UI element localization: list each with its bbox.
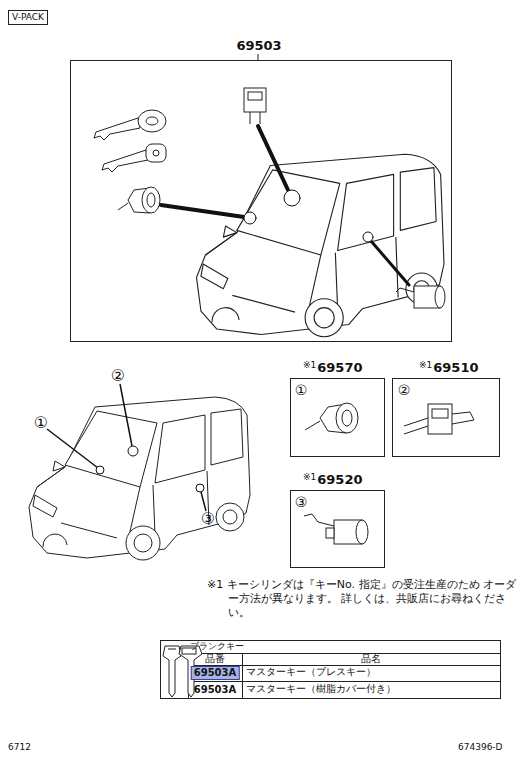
table-title: ブランクキー [190,641,244,652]
table-grid [161,641,501,699]
key-set [146,117,158,125]
part-number: 69510 [433,361,478,375]
table-grid [161,641,501,699]
note-mark: ※1 [303,473,316,482]
table-grid [188,653,500,698]
callout-number: ③ [201,509,215,529]
leader-line [196,484,204,492]
note-mark: ※1 [303,361,316,370]
car-illustration [29,397,250,560]
callout-number: ① [34,413,48,433]
ignition-cylinder [147,193,155,207]
note-mark: ※1 [419,361,432,370]
leader-line [47,384,206,511]
key-set [102,150,148,172]
leader-line [128,446,138,456]
table-cell: 69503A [194,684,237,696]
part-number-heading: ※169520 [303,473,363,487]
leader-line [284,190,300,206]
key-set [94,110,166,172]
part-number-heading: ※169570 [303,361,363,375]
figure-code: 674396-D [458,742,503,753]
lock-module [244,88,266,112]
lock-module [250,112,260,124]
pack-tag: V-PACK [8,10,48,25]
callout-number: ② [398,382,411,400]
leader-line [201,492,206,511]
part-number: 69520 [317,473,362,487]
car-illustration [196,154,444,337]
door-cylinder [396,286,445,308]
table-cell: マスターキー（ブレスキー） [246,666,376,678]
lock-module [244,88,266,124]
part-illustration [326,528,334,538]
table-header: 品名 [361,653,381,665]
table-cell: 69503A [191,666,240,680]
key-set [146,144,166,162]
part-illustration [356,520,368,544]
part-illustration [304,403,474,544]
part-illustration [336,403,358,433]
leader-line [47,429,98,468]
ignition-cylinder [118,187,160,213]
leader-line [161,126,409,285]
callout-number: ② [111,366,125,386]
key-set [94,118,140,140]
part-number: 69503 [236,39,281,53]
leader-line [371,241,409,285]
leader-line [258,126,288,190]
callout-number: ③ [295,494,308,512]
part-number: 69570 [317,361,362,375]
key-blank-icon [163,646,181,697]
pack-label: V-PACK [12,12,44,22]
leader-line [120,384,132,446]
part-illustration [432,409,448,418]
part-number-heading: 69503 [236,39,281,53]
order-note: ※1 キーシリンダは『キーNo. 指定』の受注生産のため オーダー方法が異なりま… [228,578,520,619]
lock-module [248,92,262,100]
table-header: 品番 [205,653,225,665]
part-illustration [342,410,352,426]
part-illustration [404,412,474,434]
door-cylinder [435,286,445,308]
page-code: 6712 [8,742,31,753]
leader-line [363,232,373,242]
ignition-cylinder [142,187,160,213]
leader-line [244,212,256,224]
table-cell: マスターキー（樹脂カバー付き） [246,683,396,695]
leader-line [161,205,244,217]
part-number-heading: ※169510 [419,361,479,375]
key-blank-icon [168,649,176,650]
part-illustration [305,421,320,430]
ignition-cylinder [118,203,128,210]
callout-number: ① [295,382,308,400]
key-set [153,150,159,156]
door-cylinder [396,288,414,292]
key-set [138,110,166,132]
part-illustration [428,404,452,434]
part-group-box: 69503 [70,60,452,342]
leader-line [96,466,104,474]
part-illustration [304,514,334,526]
key-blank-icon [150,0,202,697]
